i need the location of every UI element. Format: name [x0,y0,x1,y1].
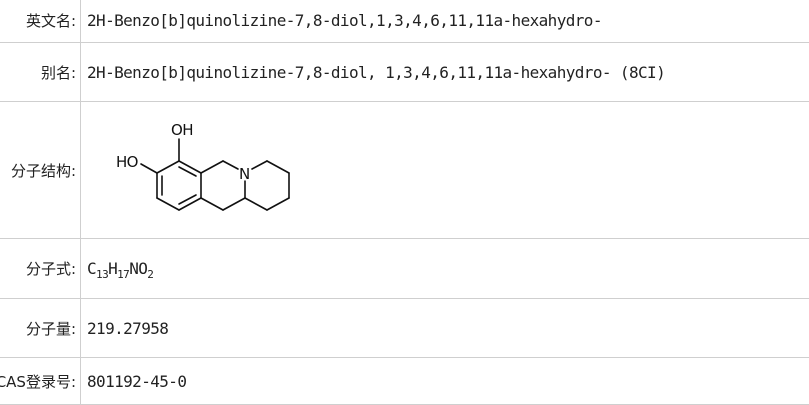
bond [201,161,223,173]
bond [223,198,245,210]
bond [223,161,238,169]
english-name-label: 英文名: [0,0,81,43]
bond [245,198,267,210]
molecular-weight-value: 219.27958 [81,299,809,358]
row-english-name: 英文名: 2H-Benzo[b]quinolizine-7,8-diol,1,3… [0,0,809,43]
ho-left-label: HO [116,153,138,171]
alias-label: 别名: [0,43,81,102]
row-structure: 分子结构: [0,102,809,239]
bond [157,161,179,173]
row-cas: CAS登录号: 801192-45-0 [0,358,809,405]
bond [179,198,201,210]
bond [267,161,289,173]
bond [141,164,157,173]
alias-value: 2H-Benzo[b]quinolizine-7,8-diol, 1,3,4,6… [81,43,809,102]
bond [179,161,201,173]
formula-label: 分子式: [0,239,81,299]
row-molecular-weight: 分子量: 219.27958 [0,299,809,358]
formula-element-h: H [108,259,117,278]
formula-element-no: NO [129,259,147,278]
bond [267,198,289,210]
row-alias: 别名: 2H-Benzo[b]quinolizine-7,8-diol, 1,3… [0,43,809,102]
structure-label: 分子结构: [0,102,81,239]
english-name-value: 2H-Benzo[b]quinolizine-7,8-diol,1,3,4,6,… [81,0,809,43]
cas-value: 801192-45-0 [81,358,809,405]
formula-subscript: 2 [147,268,153,281]
bond [157,198,179,210]
oh-top-label: OH [171,121,193,139]
formula-value: C13H17NO2 [81,239,809,299]
formula-element-c: C [87,259,96,278]
molecular-structure-image: OH HO N [87,109,317,227]
formula-subscript: 17 [117,268,129,281]
formula-subscript: 13 [96,268,108,281]
bond [252,161,267,169]
molecular-weight-label: 分子量: [0,299,81,358]
row-formula: 分子式: C13H17NO2 [0,239,809,299]
bond [201,198,223,210]
nitrogen-label: N [239,165,250,183]
cas-label: CAS登录号: [0,358,81,405]
structure-cell: OH HO N [81,102,809,239]
